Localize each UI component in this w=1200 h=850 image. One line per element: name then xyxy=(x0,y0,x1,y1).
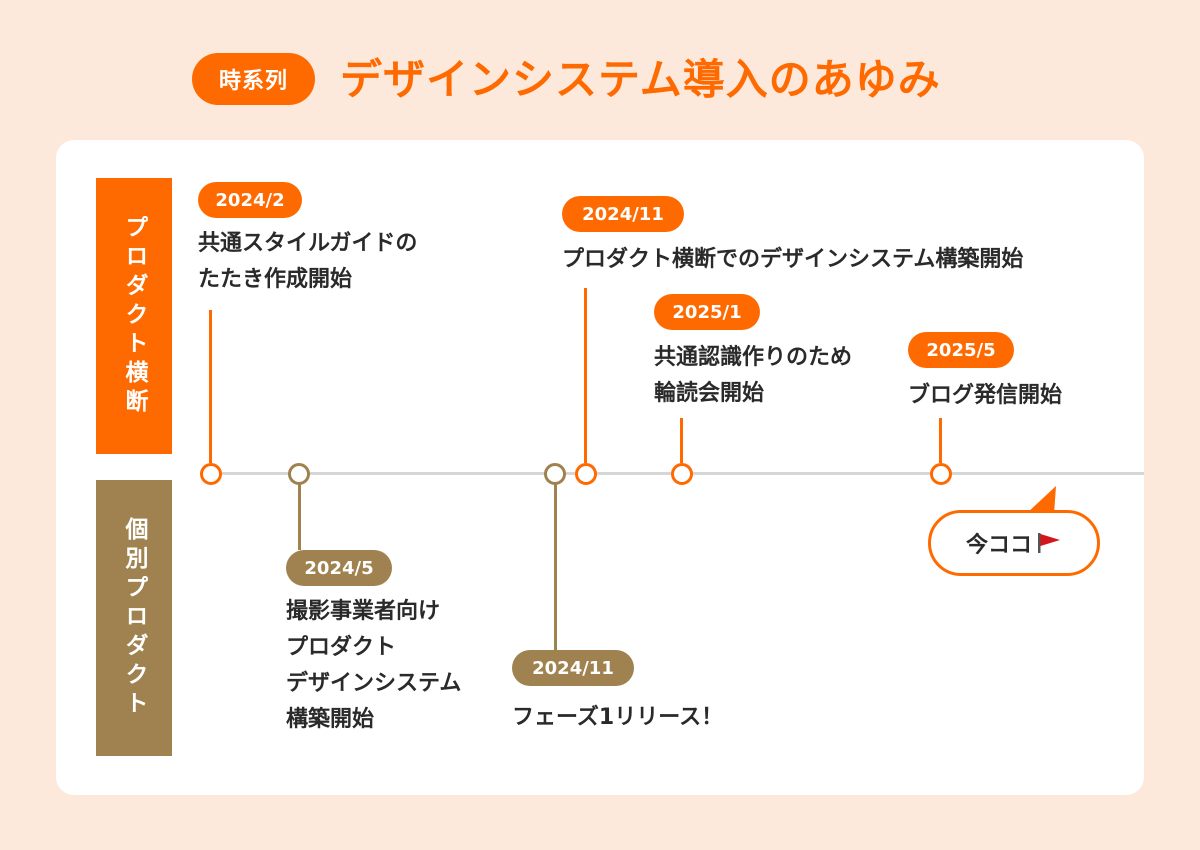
red-flag-icon xyxy=(1038,533,1060,553)
event-connector xyxy=(939,418,942,463)
event-label: プロダクト横断でのデザインシステム構築開始 xyxy=(562,247,1024,272)
event-label: 撮影事業者向け プロダクト デザインシステム 構築開始 xyxy=(286,599,462,732)
event-connector xyxy=(554,484,557,650)
event-label: ブログ発信開始 xyxy=(908,383,1063,408)
event-date-badge: 2024/11 xyxy=(512,650,634,686)
timeline-node xyxy=(544,463,566,485)
lane-label-cross-product: プロダクト横断 xyxy=(96,178,172,454)
timeline-node xyxy=(288,463,310,485)
event-connector xyxy=(298,484,301,550)
event-connector xyxy=(209,310,212,463)
event-date-badge: 2024/5 xyxy=(286,550,392,586)
event-connector xyxy=(680,418,683,463)
event-label: 共通スタイルガイドの たたき作成開始 xyxy=(198,231,418,292)
speech-bubble-tail xyxy=(1026,486,1056,514)
timeline-node xyxy=(671,463,693,485)
header: 時系列 デザインシステム導入のあゆみ xyxy=(0,50,1200,110)
event-date-badge: 2024/2 xyxy=(198,182,302,218)
event-connector xyxy=(584,288,587,463)
timeline-card: プロダクト横断 個別プロダクト 2024/2 共通スタイルガイドの たたき作成開… xyxy=(56,140,1144,795)
event-label: フェーズ1リリース！ xyxy=(512,705,724,730)
event-date-badge: 2024/11 xyxy=(562,196,684,232)
event-date-badge: 2025/1 xyxy=(654,294,760,330)
timeline-badge: 時系列 xyxy=(192,53,315,105)
now-marker-text: 今ココ xyxy=(965,533,1032,558)
lane-label-individual-product: 個別プロダクト xyxy=(96,480,172,756)
now-marker-bubble: 今ココ xyxy=(928,510,1100,576)
event-date-badge: 2025/5 xyxy=(908,332,1014,368)
timeline-node xyxy=(200,463,222,485)
event-label: 共通認識作りのため 輪読会開始 xyxy=(654,345,853,406)
timeline-node xyxy=(930,463,952,485)
timeline-node xyxy=(575,463,597,485)
page-title: デザインシステム導入のあゆみ xyxy=(340,55,941,104)
